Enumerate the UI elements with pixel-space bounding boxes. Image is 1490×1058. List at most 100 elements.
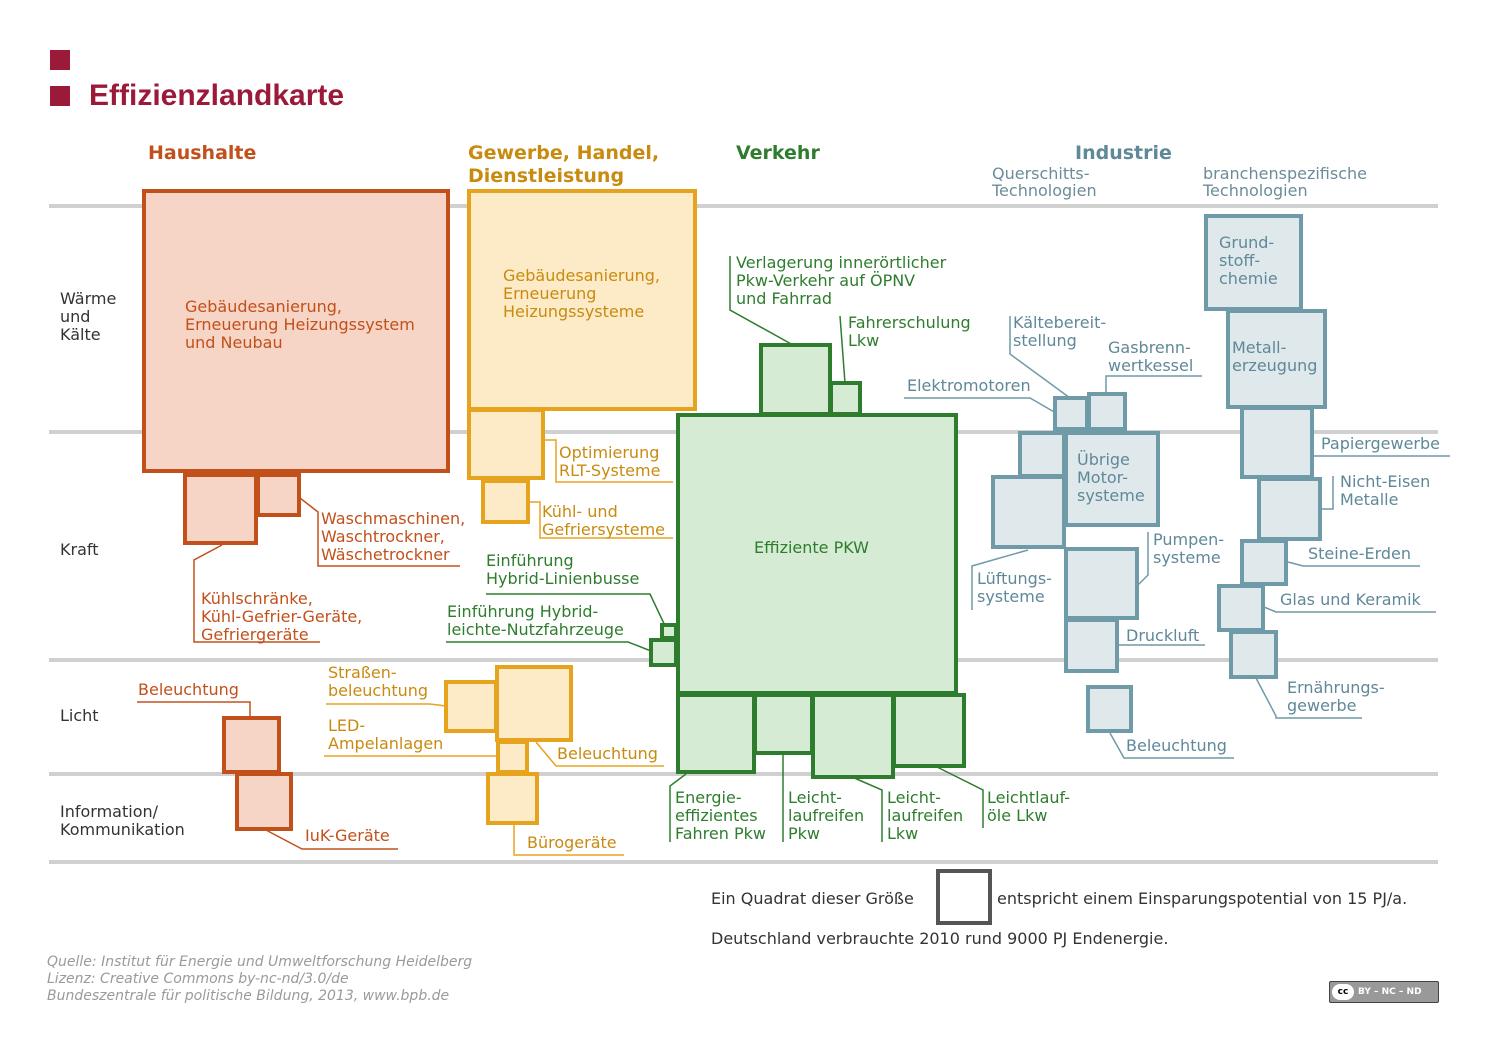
- label-line: Übrige: [1077, 450, 1130, 469]
- square-in-ernaehrung: [1229, 630, 1278, 679]
- square-hh-beleuchtung: [222, 716, 281, 774]
- label-line: laufreifen: [887, 806, 964, 825]
- label-hh-gebaeude: Gebäudesanierung, Erneuerung Heizungssys…: [185, 298, 415, 352]
- leader-kaelte: [1009, 316, 1071, 399]
- label-line: Kühl-Gefrier-Geräte,: [201, 607, 363, 626]
- label-line: Grund-: [1219, 233, 1275, 252]
- haushalte-squares: [142, 189, 450, 831]
- leader-elektro: [904, 397, 1057, 414]
- label-hh-kuehl: Kühlschränke, Kühl-Gefrier-Geräte, Gefri…: [201, 590, 362, 644]
- leader-iuk: [263, 828, 398, 850]
- leader-verlagerung: [729, 256, 794, 346]
- leader-fahren: [669, 773, 687, 842]
- label-line: stellung: [1013, 331, 1077, 350]
- label-in-ne: Nicht-Eisen Metalle: [1340, 473, 1430, 509]
- label-line: Nicht-Eisen: [1340, 472, 1431, 491]
- label-in-gas: Gasbrenn- wertkessel: [1108, 339, 1193, 375]
- leader-gas: [1105, 375, 1202, 394]
- square-in-lueftung: [991, 475, 1066, 549]
- cc-license-badge[interactable]: cc BY – NC – ND: [1329, 981, 1439, 1003]
- leader-oele: [936, 766, 984, 828]
- label-line: Ernährungs-: [1287, 678, 1385, 697]
- square-hh-iuk: [235, 772, 293, 831]
- title-accent-square-top: [50, 50, 70, 70]
- legend-text-after: entspricht einem Einsparungspotential vo…: [997, 889, 1408, 908]
- page-title: Effizienzlandkarte: [89, 79, 345, 112]
- column-ghd-line2: Dienstleistung: [468, 165, 625, 187]
- column-industrie: Industrie: [1075, 142, 1172, 164]
- source-block: Quelle: Institut für Energie und Umweltf…: [47, 954, 472, 1005]
- legend-square: [936, 869, 992, 925]
- verkehr-squares: [649, 343, 966, 779]
- leader-rlt: [544, 439, 673, 483]
- square-vk-reifen-lkw: [811, 693, 895, 779]
- square-gh-buero: [486, 772, 539, 825]
- column-verkehr: Verkehr: [736, 142, 820, 164]
- leader-reifen-lkw: [851, 776, 883, 842]
- square-vk-pkw: [676, 413, 958, 695]
- row-waerme-l3: Kälte: [60, 325, 101, 344]
- square-vk-oele: [892, 693, 966, 768]
- label-line: Kühl- und: [542, 502, 618, 521]
- row-waerme-l1: Wärme: [60, 289, 117, 308]
- label-line: Lkw: [848, 331, 880, 350]
- square-in-grund: [1204, 214, 1303, 311]
- row-label-info: Information/ Kommunikation: [60, 803, 185, 839]
- legend-text-before: Ein Quadrat dieser Größe: [711, 889, 914, 908]
- label-line: stoff-: [1219, 251, 1261, 270]
- label-vk-pkw: Effiziente PKW: [754, 538, 869, 557]
- cross-section-line1: Querschitts-: [992, 164, 1090, 183]
- label-line: Gebäudesanierung,: [503, 266, 661, 285]
- label-in-steine: Steine-Erden: [1308, 544, 1412, 563]
- label-line: Erneuerung: [503, 284, 597, 303]
- label-line: Gebäudesanierung,: [185, 297, 343, 316]
- row-waerme-l2: und: [60, 307, 91, 326]
- leader-lueftung: [971, 549, 1029, 610]
- label-line: Optimierung: [559, 443, 660, 462]
- square-in-pumpen: [1064, 547, 1139, 620]
- label-line: systeme: [1077, 486, 1145, 505]
- label-line: Heizungssysteme: [503, 302, 645, 321]
- square-vk-verlagerung: [759, 343, 832, 416]
- label-line: Waschtrockner,: [321, 527, 445, 546]
- cc-badge-text: BY – NC – ND: [1358, 987, 1422, 997]
- industrie-branch-header: branchenspezifische Technologien: [1203, 165, 1367, 199]
- leader-hybrid-nfz: [446, 641, 652, 652]
- square-gh-gebaeude: [467, 189, 697, 411]
- row-info-l2: Kommunikation: [60, 820, 185, 839]
- leader-hh-beleuchtung: [137, 701, 251, 718]
- leader-in-beleuchtung: [1109, 732, 1234, 759]
- leader-buero: [513, 823, 624, 856]
- label-line: Kältebereit-: [1013, 313, 1107, 332]
- square-gh-strasse: [444, 680, 498, 733]
- label-gh-gebaeude: Gebäudesanierung, Erneuerung Heizungssys…: [503, 267, 660, 321]
- label-gh-buero: Bürogeräte: [527, 833, 617, 852]
- label-in-lueftung: Lüftungs- systeme: [977, 570, 1052, 606]
- label-gh-kuehl: Kühl- und Gefriersysteme: [542, 503, 665, 539]
- cross-section-line2: Technologien: [992, 181, 1097, 200]
- label-line: Pumpen-: [1153, 530, 1225, 549]
- label-line: laufreifen: [788, 806, 865, 825]
- square-vk-fahrerschulung: [829, 381, 862, 416]
- label-gh-strasse: Straßen- beleuchtung: [328, 664, 428, 700]
- label-in-beleuchtung: Beleuchtung: [1126, 736, 1227, 755]
- label-gh-rlt: Optimierung RLT-Systeme: [559, 444, 660, 480]
- leader-wasch: [299, 497, 460, 567]
- label-line: Einführung: [486, 551, 574, 570]
- label-line: Metalle: [1340, 490, 1399, 509]
- source-line: Lizenz: Creative Commons by-nc-nd/3.0/de: [47, 971, 349, 987]
- square-gh-kuehl: [481, 479, 530, 524]
- column-ghd: Gewerbe, Handel, Dienstleistung: [468, 142, 659, 188]
- square-in-motor: [1064, 431, 1160, 527]
- label-vk-fahrerschulung: Fahrerschulung Lkw: [848, 314, 971, 350]
- label-line: Fahrerschulung: [848, 313, 971, 332]
- square-hh-gebaeude: [142, 189, 450, 473]
- legend-total: Deutschland verbrauchte 2010 rund 9000 P…: [711, 929, 1169, 948]
- leader-fahrerschulung: [839, 315, 846, 384]
- label-line: Einführung Hybrid-: [447, 602, 599, 621]
- label-line: Hybrid-Linienbusse: [486, 569, 640, 588]
- leader-glas: [1263, 606, 1436, 613]
- label-line: Pkw-Verkehr auf ÖPNV: [736, 271, 916, 290]
- label-line: Pkw: [788, 824, 820, 843]
